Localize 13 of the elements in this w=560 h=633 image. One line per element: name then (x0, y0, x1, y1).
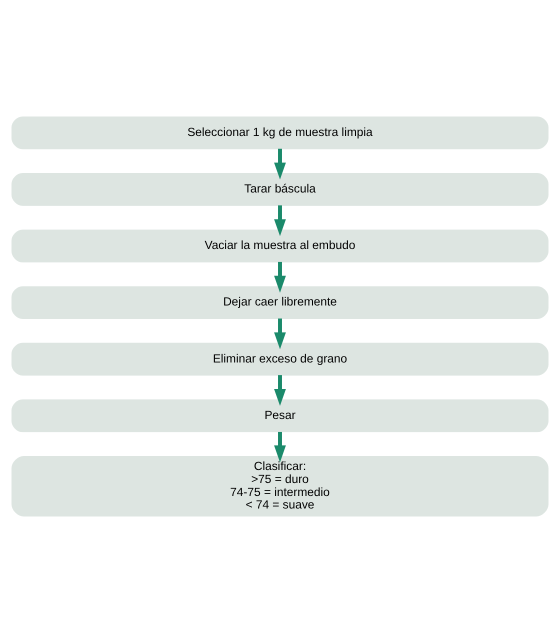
node-box: Seleccionar 1 kg de muestra limpia (11, 116, 549, 150)
node-box: Eliminar exceso de grano (11, 342, 549, 376)
node-box: Clasificar: >75 = duro 74-75 = intermedio < 74 = suave (11, 456, 549, 517)
node-box: Dejar caer libremente (11, 286, 549, 319)
arrow (274, 148, 286, 180)
node-box: Vaciar la muestra al embudo (11, 230, 549, 262)
node-box: Tarar báscula (11, 173, 549, 206)
arrow (274, 205, 286, 236)
node-box: Pesar (11, 399, 549, 432)
arrow (274, 262, 286, 293)
arrow (274, 375, 286, 406)
arrow (274, 318, 286, 350)
arrow (274, 432, 286, 462)
